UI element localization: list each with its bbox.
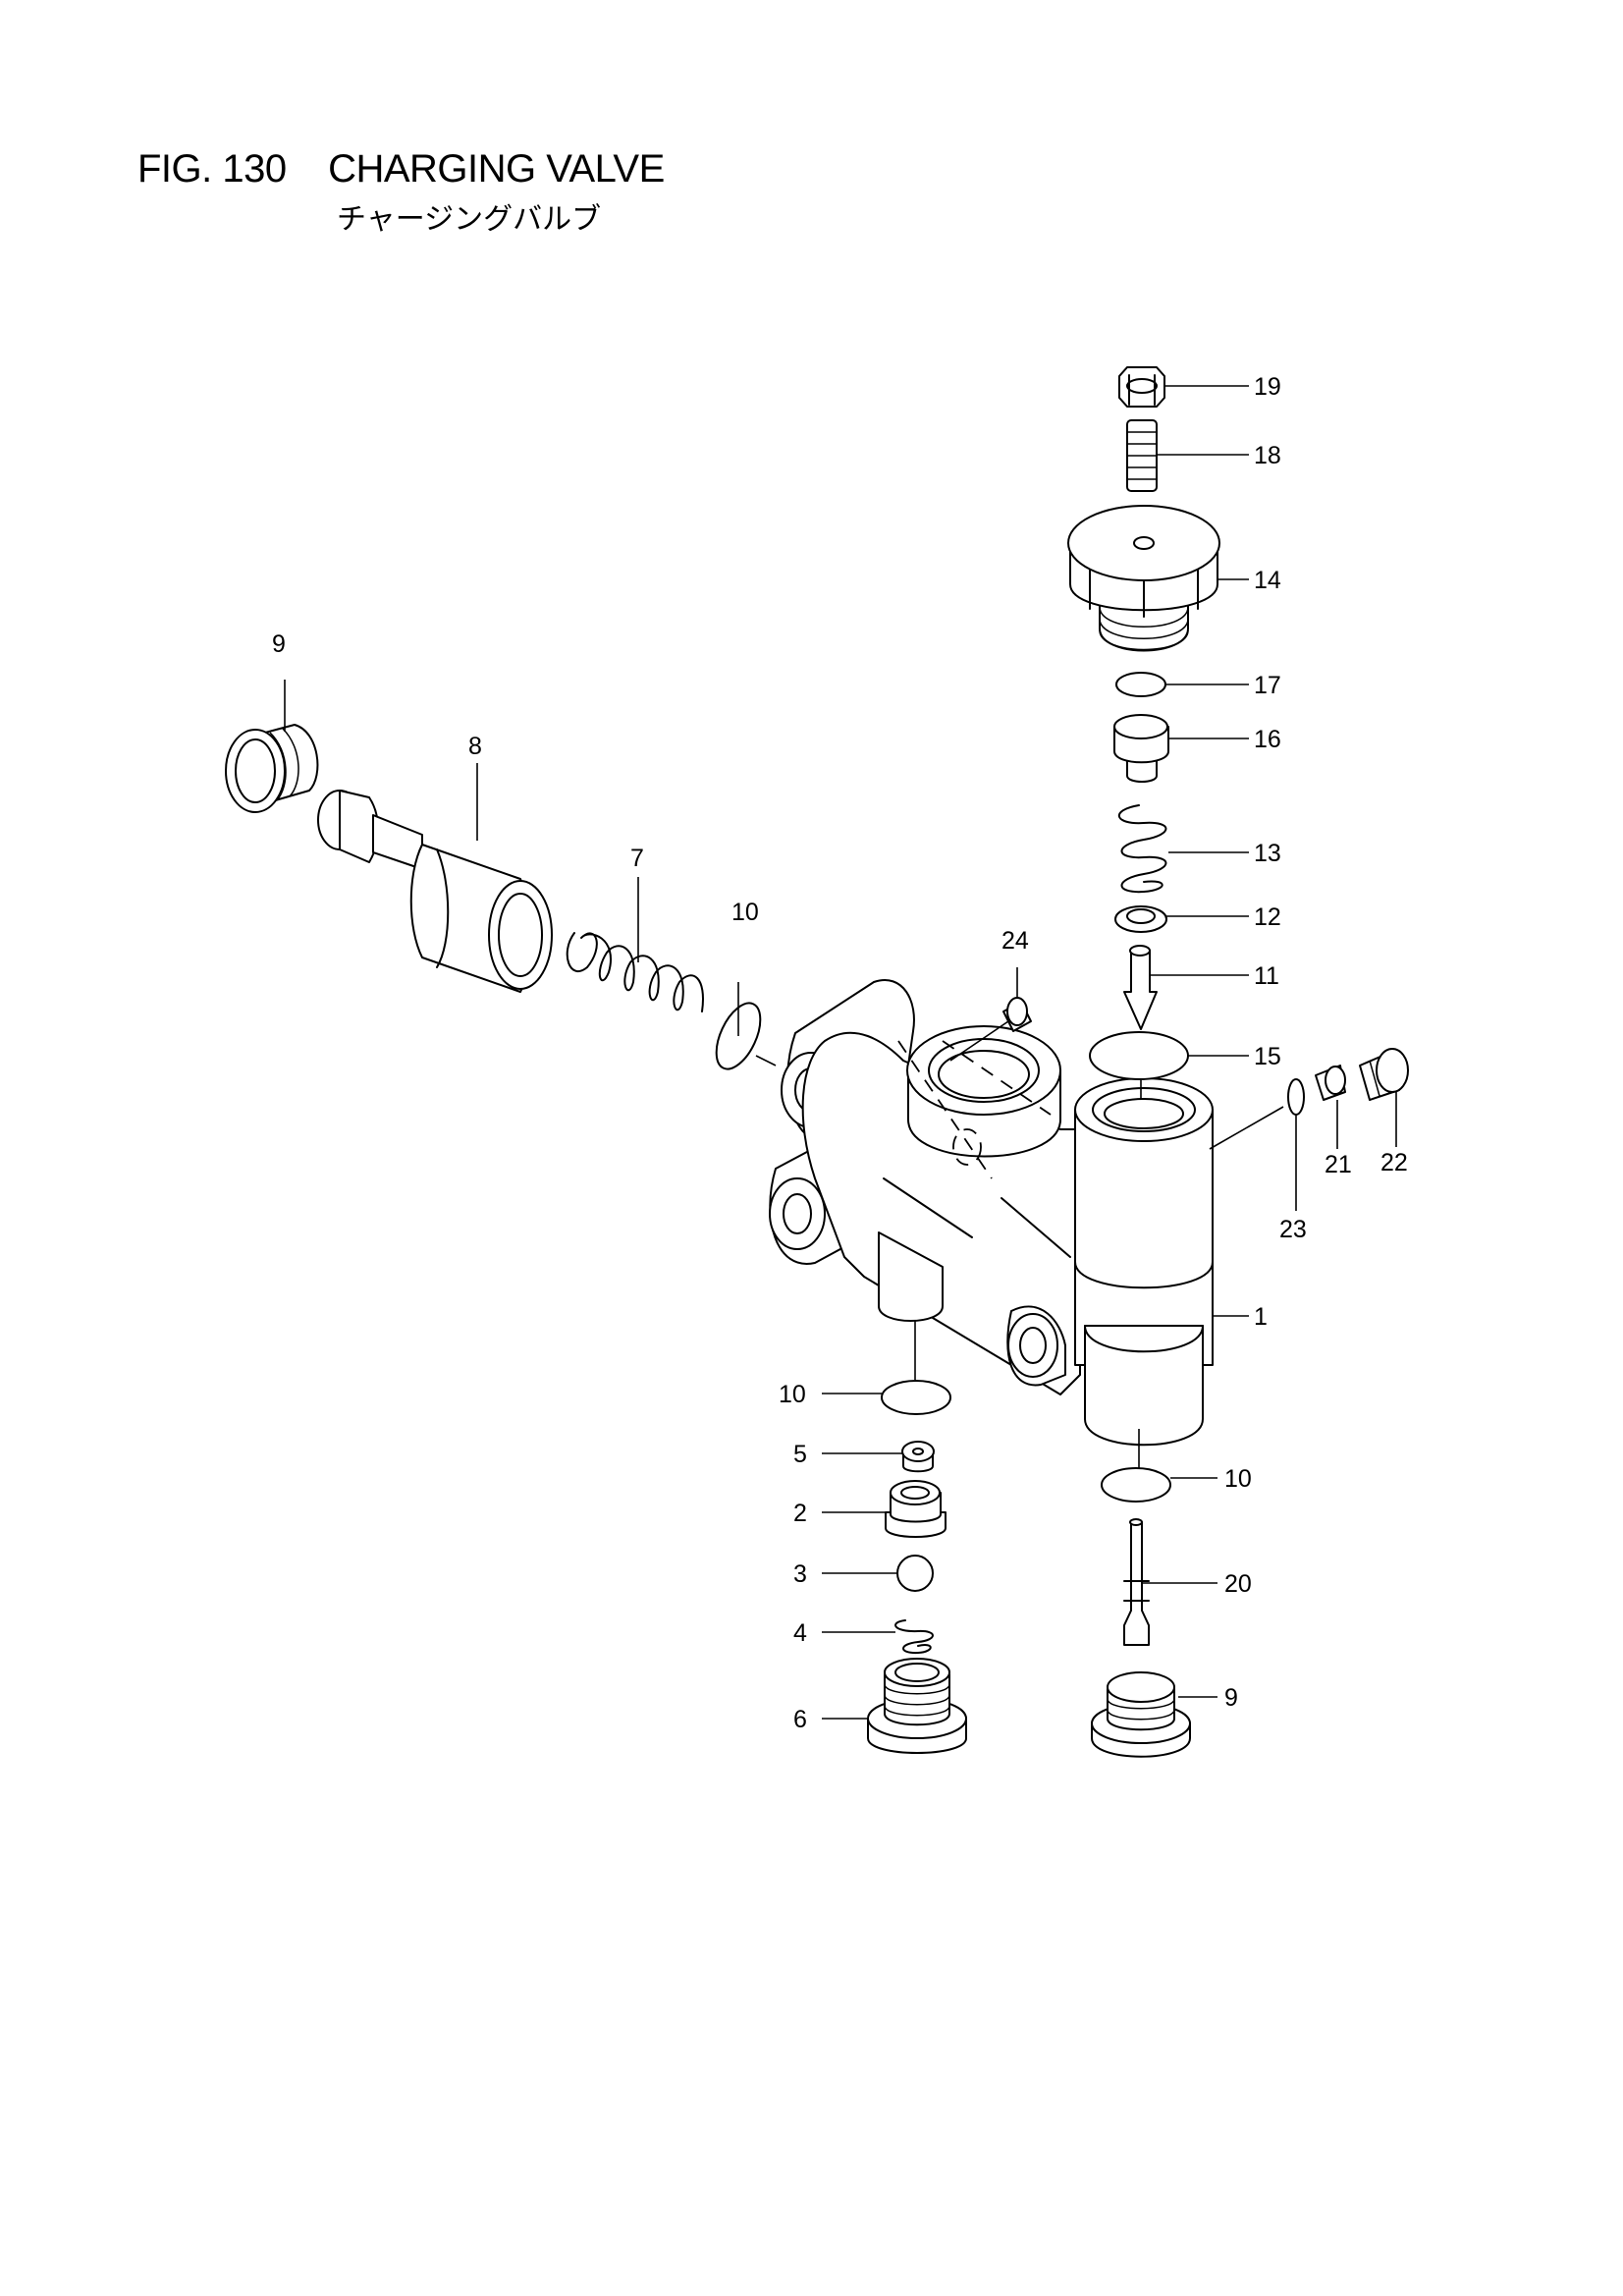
callout-11: 11 [1254, 962, 1279, 990]
callout-23: 23 [1279, 1216, 1307, 1243]
part-10-o-ring-lower-left [881, 1380, 951, 1415]
callout-3: 3 [793, 1560, 807, 1588]
callout-1: 1 [1254, 1303, 1268, 1331]
part-11-poppet [1123, 945, 1158, 1030]
callout-8: 8 [468, 733, 482, 760]
part-23-o-ring [1287, 1078, 1305, 1116]
callout-5: 5 [793, 1441, 807, 1468]
part-7-spring [566, 932, 704, 1012]
part-6-plug [867, 1658, 967, 1754]
figure-subtitle: チャージングバルブ [337, 202, 602, 237]
part-13-spring [1117, 804, 1167, 894]
part-4-spring [894, 1619, 934, 1655]
figure-title: FIG. 130 CHARGING VALVE [137, 147, 665, 191]
part-24-plug [1002, 997, 1032, 1032]
part-22-plug [1359, 1048, 1409, 1101]
part-21-orifice [1315, 1065, 1346, 1101]
callout-13: 13 [1254, 840, 1281, 867]
callout-14: 14 [1254, 567, 1281, 594]
callout-18: 18 [1254, 442, 1281, 469]
part-14-cap [1067, 505, 1220, 652]
callout-labels: 19 18 14 17 16 13 12 11 15 9 8 7 10 24 2… [272, 373, 1408, 1733]
callout-16: 16 [1254, 726, 1281, 753]
callout-20: 20 [1224, 1570, 1252, 1598]
part-10-o-ring-lower-right [1101, 1467, 1171, 1503]
part-18-set-screw [1126, 419, 1158, 492]
part-8-spool [317, 790, 553, 993]
callout-9-upper: 9 [272, 630, 286, 658]
part-9-plug-lower [1091, 1671, 1191, 1758]
callout-10-lower-right: 10 [1224, 1465, 1252, 1493]
callout-7: 7 [630, 845, 644, 872]
callout-10-upper: 10 [731, 899, 759, 926]
callout-22: 22 [1380, 1149, 1408, 1176]
callout-21: 21 [1325, 1151, 1352, 1178]
callout-6: 6 [793, 1706, 807, 1733]
part-15-seal [1089, 1031, 1189, 1080]
leader-lines [284, 385, 1397, 1720]
part-17-o-ring [1115, 672, 1166, 697]
callout-24: 24 [1001, 927, 1029, 955]
callout-2: 2 [793, 1500, 807, 1527]
part-3-ball [896, 1555, 934, 1592]
callout-9-lower: 9 [1224, 1684, 1238, 1712]
callout-12: 12 [1254, 903, 1281, 931]
part-12-spring-seat [1114, 905, 1167, 933]
part-16-piston [1113, 714, 1169, 783]
part-1-valve-body [769, 979, 1214, 1447]
part-9-plug-upper [225, 724, 319, 813]
part-20-pin [1123, 1518, 1150, 1646]
callout-15: 15 [1254, 1043, 1281, 1070]
part-2-valve-seat [885, 1480, 947, 1538]
callout-17: 17 [1254, 672, 1281, 699]
callout-10-lower-left: 10 [779, 1381, 806, 1408]
callout-4: 4 [793, 1619, 807, 1647]
callout-19: 19 [1254, 373, 1281, 401]
part-19-nut [1118, 366, 1165, 408]
part-5-orifice [901, 1441, 935, 1473]
